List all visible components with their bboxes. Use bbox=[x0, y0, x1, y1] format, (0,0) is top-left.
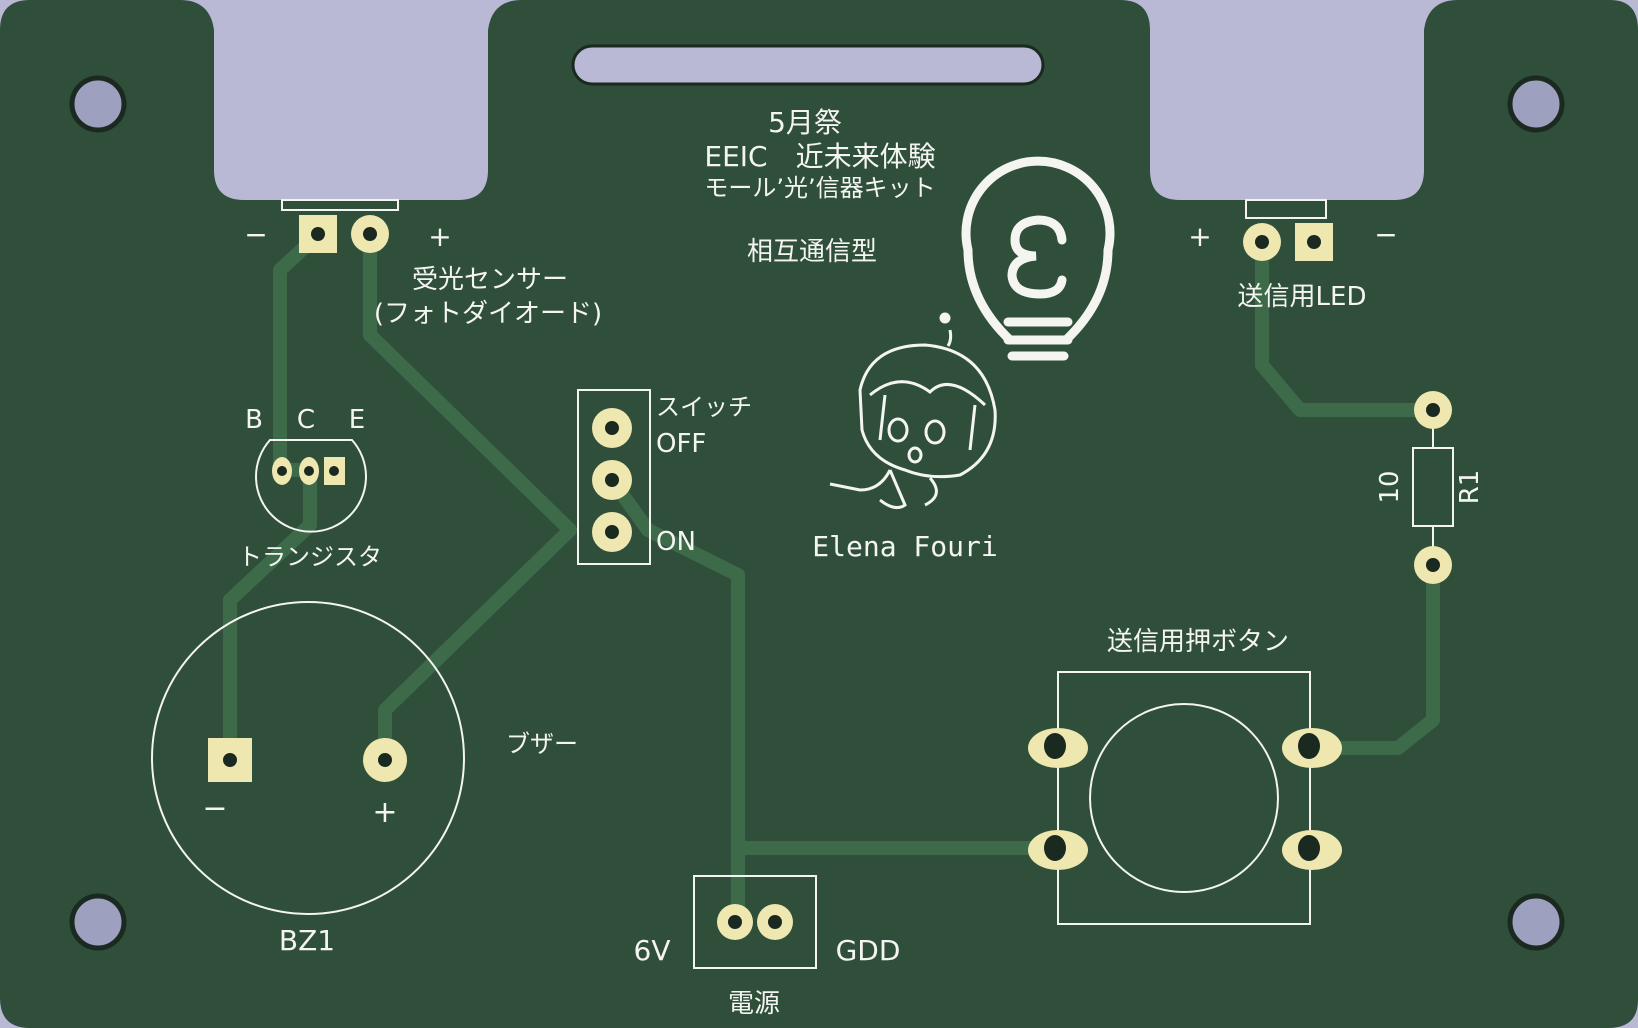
led-footprint bbox=[1243, 199, 1333, 261]
lightbulb-icon bbox=[961, 156, 1115, 361]
photodiode-sublabel: (フォトダイオード) bbox=[374, 299, 602, 329]
buzzer-label: ブザー bbox=[506, 730, 578, 758]
power-right-label: GDD bbox=[836, 934, 901, 967]
switch-off-label: OFF bbox=[656, 429, 706, 459]
top-slot bbox=[571, 44, 1045, 86]
header-line3: モール’光’信器キット bbox=[704, 174, 935, 202]
mascot-name: Elena Fouri bbox=[812, 530, 997, 563]
switch-on-label: ON bbox=[656, 527, 696, 557]
mascot-illustration bbox=[829, 312, 997, 510]
switch-footprint bbox=[577, 389, 651, 565]
buzzer-minus: − bbox=[202, 791, 227, 826]
photodiode-plus: + bbox=[428, 220, 451, 253]
buzzer-footprint bbox=[151, 601, 465, 915]
buzzer-ref: BZ1 bbox=[279, 924, 335, 957]
resistor-value: 10 bbox=[1375, 470, 1405, 503]
photodiode-minus: − bbox=[244, 218, 267, 251]
push-button-footprint bbox=[1028, 671, 1342, 925]
transistor-footprint bbox=[255, 439, 367, 533]
power-label: 電源 bbox=[728, 989, 780, 1019]
led-plus: + bbox=[1188, 220, 1211, 253]
resistor-ref: R1 bbox=[1455, 470, 1485, 505]
switch-label: スイッチ bbox=[656, 393, 752, 421]
photodiode-footprint bbox=[281, 199, 399, 253]
mounting-holes bbox=[69, 75, 1565, 951]
buzzer-plus: + bbox=[372, 795, 397, 830]
header-line1: 5月祭 bbox=[768, 106, 842, 139]
led-label: 送信用LED bbox=[1238, 282, 1367, 312]
header-type: 相互通信型 bbox=[747, 237, 877, 267]
transistor-label: トランジスタ bbox=[238, 543, 382, 571]
resistor-footprint bbox=[1412, 391, 1454, 584]
button-label: 送信用押ボタン bbox=[1107, 627, 1289, 657]
led-minus: − bbox=[1374, 218, 1397, 251]
transistor-pin-c: C bbox=[297, 405, 315, 435]
power-connector-footprint bbox=[693, 875, 817, 969]
transistor-pin-e: E bbox=[349, 405, 365, 435]
transistor-pin-b: B bbox=[245, 405, 263, 435]
photodiode-label: 受光センサー bbox=[412, 265, 568, 295]
power-left-label: 6V bbox=[634, 934, 671, 967]
header-line2: EEIC 近未来体験 bbox=[704, 140, 935, 173]
